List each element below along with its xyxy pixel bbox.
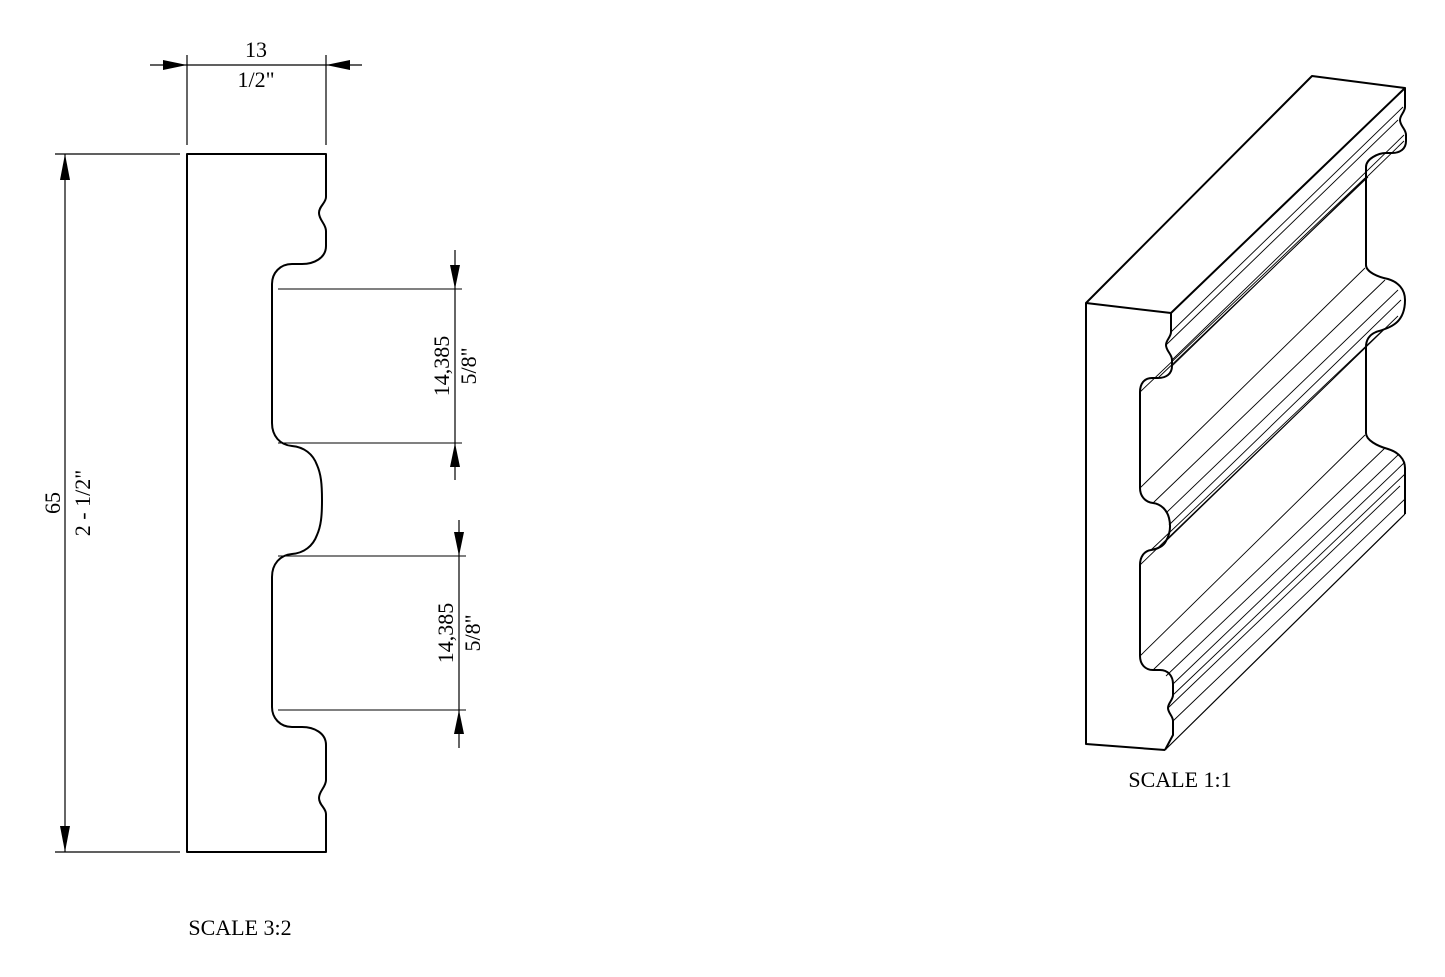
profile-view: 13 1/2" 65 2 - 1/2" 14,385 5/8" <box>40 37 485 940</box>
ridge-line <box>1167 485 1401 709</box>
arrowhead-top <box>60 154 70 180</box>
arrowhead-lower-groove-top <box>454 532 464 556</box>
iso-back-face <box>1085 303 1166 751</box>
width-dimension: 13 1/2" <box>150 37 362 145</box>
arrowhead-right <box>326 60 350 70</box>
ridge-line <box>1152 447 1386 671</box>
height-metric-label: 65 <box>40 492 65 514</box>
isometric-view: SCALE 1:1 <box>1085 75 1407 792</box>
arrowhead-upper-groove-top <box>450 265 460 289</box>
ridge-line <box>1139 347 1366 566</box>
arrowhead-bottom <box>60 826 70 852</box>
iso-far-end <box>1365 88 1407 514</box>
profile-outline <box>186 153 327 853</box>
iso-top-face <box>1085 75 1406 314</box>
ridge-line <box>1171 134 1405 361</box>
iso-scale-label: SCALE 1:1 <box>1128 767 1231 792</box>
arrowhead-left <box>163 60 187 70</box>
width-imperial-label: 1/2" <box>237 67 274 92</box>
ridge-line <box>1165 119 1399 346</box>
ridge-line <box>1139 434 1366 657</box>
ridge-line <box>1164 513 1406 751</box>
height-imperial-label: 2 - 1/2" <box>70 470 95 536</box>
upper-groove-imperial-label: 5/8" <box>456 347 481 384</box>
width-metric-label: 13 <box>245 37 267 62</box>
upper-groove-dimension: 14,385 5/8" <box>278 250 481 480</box>
lower-groove-imperial-label: 5/8" <box>460 614 485 651</box>
ridge-line <box>1165 454 1399 677</box>
ridge-line <box>1157 176 1369 379</box>
ridge-line <box>1172 461 1406 685</box>
ridge-line <box>1139 267 1366 489</box>
iso-ridge-lines <box>1139 87 1406 751</box>
upper-groove-metric-label: 14,385 <box>429 336 454 397</box>
lower-groove-dimension: 14,385 5/8" <box>278 520 485 748</box>
ridge-line <box>1150 329 1384 551</box>
arrowhead-lower-groove-bottom <box>454 710 464 734</box>
arrowhead-upper-groove-bottom <box>450 443 460 467</box>
lower-groove-metric-label: 14,385 <box>433 603 458 664</box>
ridge-line <box>1170 87 1406 314</box>
ridge-line <box>1139 177 1366 393</box>
height-dimension: 65 2 - 1/2" <box>40 153 180 853</box>
ridge-line <box>1165 289 1399 514</box>
iso-end-face <box>1139 313 1174 751</box>
ridge-line <box>1172 498 1406 722</box>
ridge-line <box>1152 279 1386 504</box>
profile-scale-label: SCALE 3:2 <box>188 915 291 940</box>
ridge-line <box>1172 473 1406 696</box>
ridge-line <box>1170 106 1404 333</box>
ridge-line <box>1168 299 1402 526</box>
